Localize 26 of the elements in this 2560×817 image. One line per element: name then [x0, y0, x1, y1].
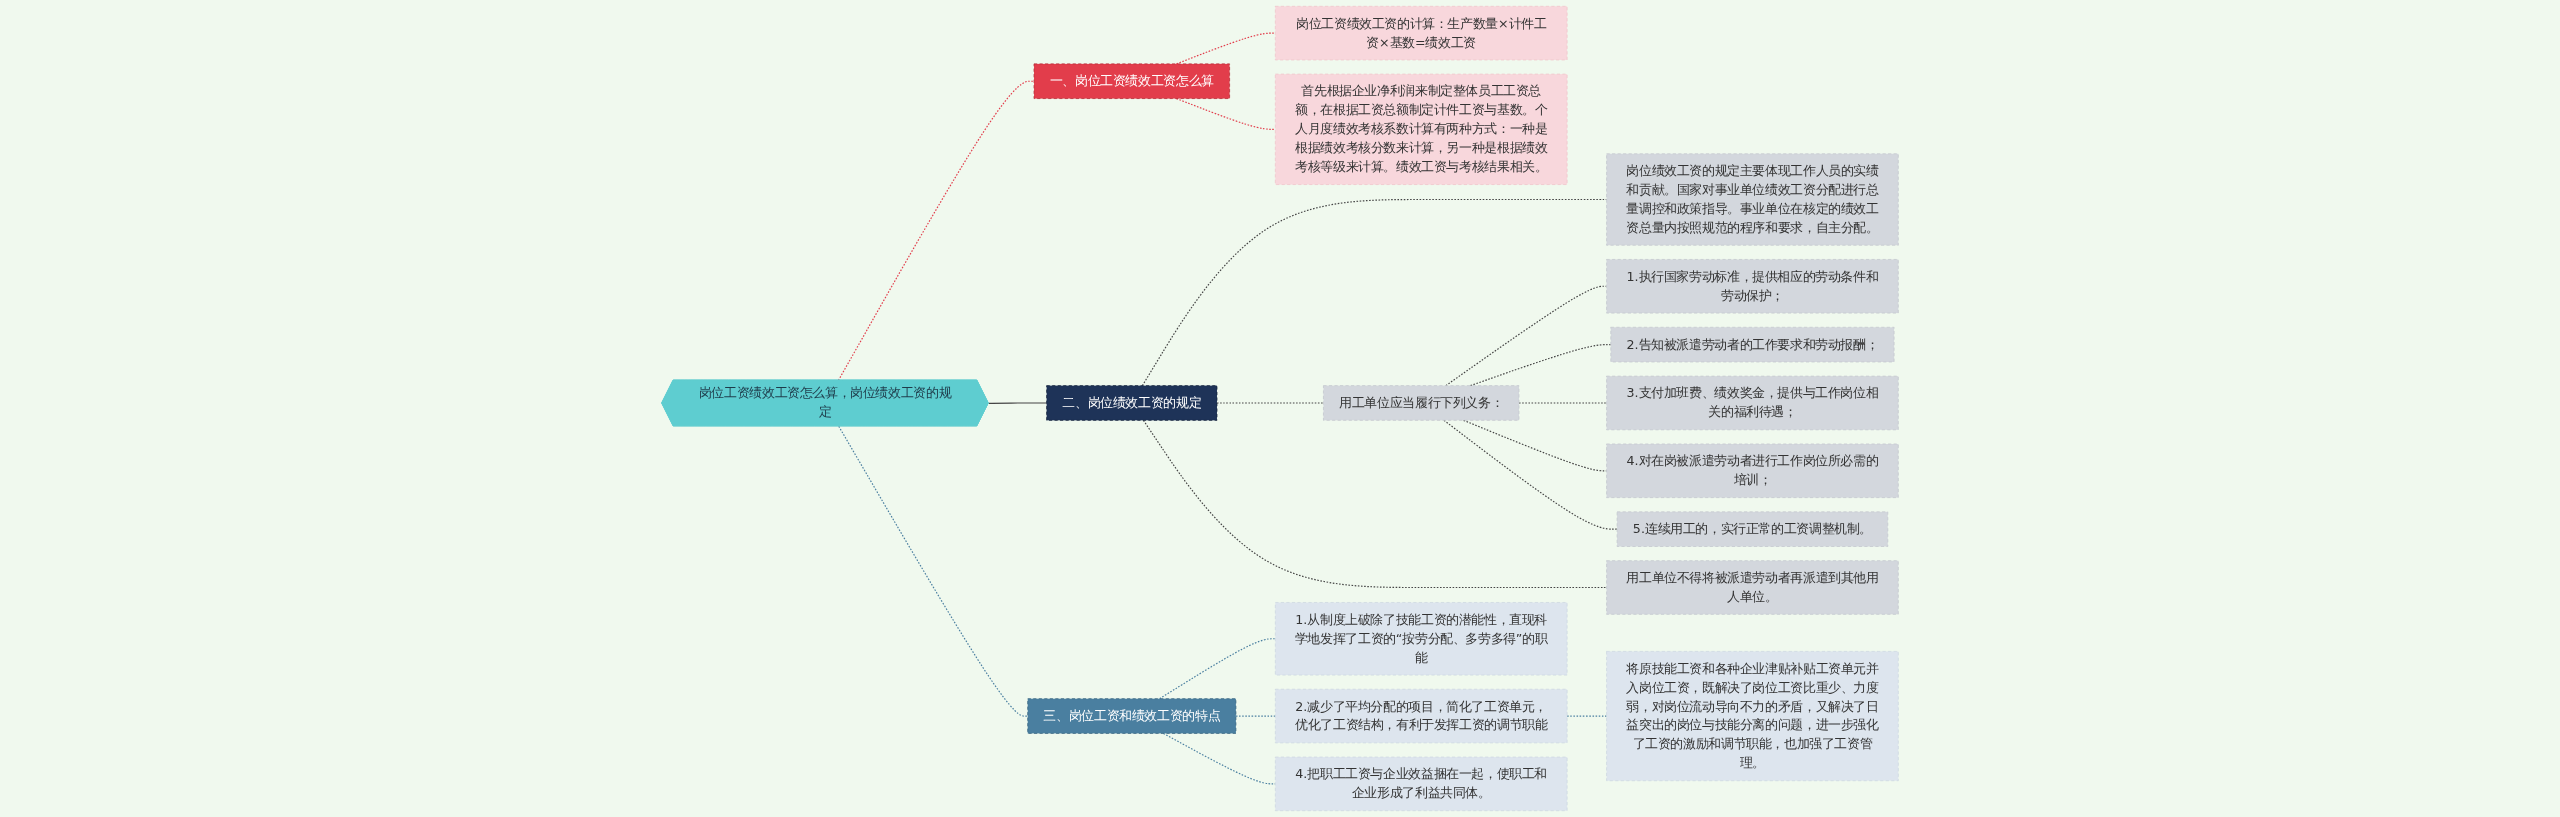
connector: [1463, 419, 1608, 472]
connector: [1159, 638, 1276, 700]
connector: [1235, 715, 1276, 717]
node-box: 岗位工资绩效工资的计算：生产数量×计件工资×基数=绩效工资: [1274, 5, 1568, 61]
node-box: 岗位绩效工资的规定主要体现工作人员的实绩和贡献。国家对事业单位绩效工资分配进行总量调控和政策指导。事业单位在核定的绩效工资总量内按照规范的程序和要求，自主分配。: [1606, 153, 1899, 246]
node-box: 5.连续用工的，实行正常的工资调整机制。: [1616, 511, 1889, 547]
node-box: 2.告知被派遣劳动者的工作要求和劳动报酬；: [1610, 326, 1895, 363]
node-box: 1.从制度上破除了技能工资的潜能性，直现科学地发挥了工资的“按劳分配、多劳多得”的职能: [1274, 602, 1568, 676]
node-box: 3.支付加班费、绩效奖金，提供与工作岗位相关的福利待遇；: [1606, 375, 1899, 431]
node-box: 1.执行国家劳动标准，提供相应的劳动条件和劳动保护；: [1606, 259, 1899, 314]
connector: [1142, 419, 1608, 589]
connector: [1443, 419, 1618, 530]
node-box: 二、岗位绩效工资的规定: [1046, 385, 1218, 421]
connector: [988, 402, 1048, 404]
connector: [1216, 402, 1325, 404]
node-box: 三、岗位工资和绩效工资的特点: [1027, 698, 1237, 734]
node-box: 将原技能工资和各种企业津贴补贴工资单元并入岗位工资，既解决了岗位工资比重少、力度弱，对岗位流动导向不力的矛盾，又解决了日益突出的岗位与技能分离的问题，进一步强化了工资的激励和调节职能，也加强了工资管理。: [1606, 651, 1899, 782]
node-box: 首先根据企业净利润来制定整体员工工资总额，在根据工资总额制定计件工资与基数。个人月度绩效考核系数计算有两种方式：一种是根据绩效考核分数来计算，另一种是根据绩效考核等级来计算。绩效工资与考核结果相关。: [1274, 73, 1568, 185]
node-box: 一、岗位工资绩效工资怎么算: [1033, 63, 1230, 99]
node-box: 2.减少了平均分配的项目，简化了工资单元，优化了工资结构，有利于发挥工资的调节职能: [1274, 688, 1568, 744]
connector: [838, 425, 1029, 717]
node-box: 4.对在岗被派遣劳动者进行工作岗位所必需的培训；: [1606, 443, 1899, 498]
node-box: 用工单位应当履行下列义务：: [1323, 385, 1520, 421]
node-box: 用工单位不得将被派遣劳动者再派遣到其他用人单位。: [1606, 560, 1899, 615]
node-box: 4.把职工工资与企业效益捆在一起，使职工和企业形成了利益共同体。: [1274, 756, 1568, 812]
connector: [1141, 198, 1608, 387]
